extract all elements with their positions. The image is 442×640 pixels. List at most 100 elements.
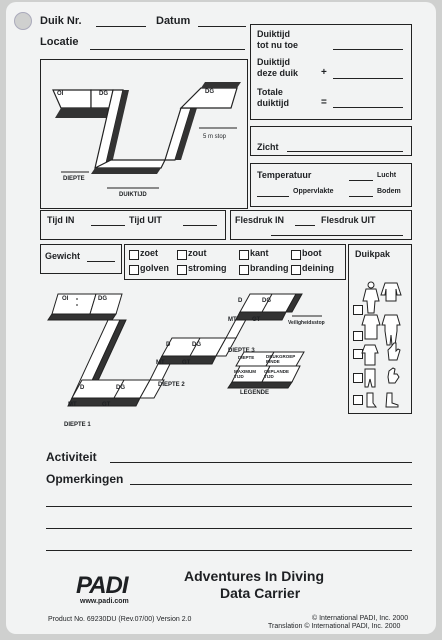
dive-profile-box: OI DG DG 5 m stop DIEPTE DUIKTIJD xyxy=(40,59,248,209)
product-no: Product No. 69230DU (Rev.07/00) Version … xyxy=(48,616,192,623)
depth-1-label: DIEPTE 1 xyxy=(64,422,91,428)
ml-mt-label-2: MT xyxy=(156,360,165,366)
time-in-field[interactable] xyxy=(91,225,125,226)
bottom-temp-field[interactable] xyxy=(349,196,373,197)
legend-title: LEGENDE xyxy=(240,390,270,396)
time-until-now-field[interactable] xyxy=(333,49,403,50)
total-time-field[interactable] xyxy=(333,107,403,108)
time-out-label: Tijd UIT xyxy=(129,215,162,225)
card-title-line-1: Adventures In Diving xyxy=(184,568,325,584)
this-dive-label-1: Duiktijd xyxy=(257,57,290,67)
tank-out-field[interactable] xyxy=(271,235,403,236)
profile-oi-label: OI xyxy=(57,91,64,97)
time-in-out-box: Tijd IN Tijd UIT xyxy=(40,210,226,240)
visibility-label: Zicht xyxy=(257,142,279,152)
weight-field[interactable] xyxy=(87,261,115,262)
suit-checkbox-2[interactable] xyxy=(353,331,363,341)
safety-stop-ml-label: Veiligheidsstop xyxy=(288,320,325,326)
checkbox-deining[interactable] xyxy=(291,265,301,275)
temperature-label: Temperatuur xyxy=(257,170,312,180)
visibility-box: Zicht xyxy=(250,126,412,156)
plus-sign: + xyxy=(321,67,327,78)
ml-d-label-1: D xyxy=(80,385,85,391)
legend-depth: DIEPTE xyxy=(238,355,255,360)
depth-2-label: DIEPTE 2 xyxy=(158,382,185,388)
suit-checkbox-3[interactable] xyxy=(353,349,363,359)
ml-dg-label-3: DG xyxy=(192,342,201,348)
dive-no-label: Duik Nr. xyxy=(40,15,82,27)
ml-gt-label-1: GT xyxy=(102,402,111,408)
wetsuit-box: Duikpak xyxy=(348,244,412,414)
checkbox-zoet[interactable] xyxy=(129,250,139,260)
profile-depth-label: DIEPTE xyxy=(63,176,85,182)
weight-label: Gewicht xyxy=(45,251,81,261)
checkbox-zout[interactable] xyxy=(177,250,187,260)
location-field[interactable] xyxy=(90,49,245,50)
translation-copyright: Translation © International PADI, Inc. 2… xyxy=(268,623,401,630)
punch-hole xyxy=(14,12,32,30)
tank-in-field[interactable] xyxy=(295,225,315,226)
profile-dg-label-2: DG xyxy=(205,89,214,95)
legend-max-time: MAXIMUM TIJD xyxy=(234,369,256,379)
ml-gt-label-3: GT xyxy=(252,317,261,323)
card-title-line-2: Data Carrier xyxy=(220,585,301,601)
date-field[interactable] xyxy=(198,26,246,27)
time-out-field[interactable] xyxy=(183,225,217,226)
bottom-label: Bodem xyxy=(377,188,401,195)
dive-time-box: Duiktijd tot nu toe Duiktijd deze duik +… xyxy=(250,24,412,120)
this-dive-field[interactable] xyxy=(333,78,403,79)
legend-pressure-group: DRUKGROEP EINDE xyxy=(266,354,296,364)
suit-checkbox-5[interactable] xyxy=(353,395,363,405)
wetsuit-icons xyxy=(361,281,402,408)
padi-web: www.padi.com xyxy=(80,598,129,605)
ml-d-label-2: D xyxy=(166,342,171,348)
checkbox-boot[interactable] xyxy=(291,250,301,260)
air-temp-field[interactable] xyxy=(349,180,373,181)
depth-3-label: DIEPTE 3 xyxy=(228,348,255,354)
condition-deining-label: deining xyxy=(302,263,334,273)
remarks-field[interactable] xyxy=(130,484,412,485)
total-label-2: duiktijd xyxy=(257,98,289,108)
temperature-box: Temperatuur Lucht Oppervlakte Bodem xyxy=(250,163,412,207)
condition-stroming-label: stroming xyxy=(188,263,227,273)
ml-gt-label-2: GT xyxy=(182,360,191,366)
multilevel-profile-drawing xyxy=(47,293,322,407)
checkbox-kant[interactable] xyxy=(239,250,249,260)
surface-temp-field[interactable] xyxy=(257,196,289,197)
air-label: Lucht xyxy=(377,172,397,179)
checkbox-branding[interactable] xyxy=(239,265,249,275)
condition-golven-label: golven xyxy=(140,263,170,273)
activity-label: Activiteit xyxy=(46,450,97,464)
visibility-field[interactable] xyxy=(287,151,403,152)
remarks-line-4[interactable] xyxy=(46,550,412,551)
tank-out-label: Flesdruk UIT xyxy=(321,215,376,225)
time-until-now-label-1: Duiktijd xyxy=(257,29,290,39)
location-label: Locatie xyxy=(40,36,79,48)
dive-log-card: Duik Nr. Datum Locatie Duiktijd tot nu t… xyxy=(6,2,436,634)
ml-oi-label: OI xyxy=(62,296,69,302)
time-until-now-label-2: tot nu toe xyxy=(257,40,298,50)
dive-profile-drawing xyxy=(52,82,241,189)
activity-field[interactable] xyxy=(110,462,412,463)
condition-boot-label: boot xyxy=(302,248,322,258)
padi-logo: PADI xyxy=(76,572,129,599)
ml-mt-label-3: MT xyxy=(228,317,237,323)
remarks-line-2[interactable] xyxy=(46,506,412,507)
ml-dg-label-2: DG xyxy=(116,385,125,391)
checkbox-golven[interactable] xyxy=(129,265,139,275)
suit-checkbox-4[interactable] xyxy=(353,373,363,383)
ml-d-label-3: D xyxy=(238,298,243,304)
dive-no-field[interactable] xyxy=(96,26,146,27)
remarks-line-3[interactable] xyxy=(46,528,412,529)
total-label-1: Totale xyxy=(257,87,283,97)
this-dive-label-2: deze duik xyxy=(257,68,299,78)
suit-checkbox-1[interactable] xyxy=(353,305,363,315)
tank-in-label: Flesdruk IN xyxy=(235,215,285,225)
checkbox-stroming[interactable] xyxy=(177,265,187,275)
wetsuit-label: Duikpak xyxy=(355,249,391,259)
condition-zout-label: zout xyxy=(188,248,207,258)
date-label: Datum xyxy=(156,15,191,27)
surface-label: Oppervlakte xyxy=(293,188,334,195)
ml-mt-label-1: MT xyxy=(68,402,77,408)
condition-kant-label: kant xyxy=(250,248,269,258)
